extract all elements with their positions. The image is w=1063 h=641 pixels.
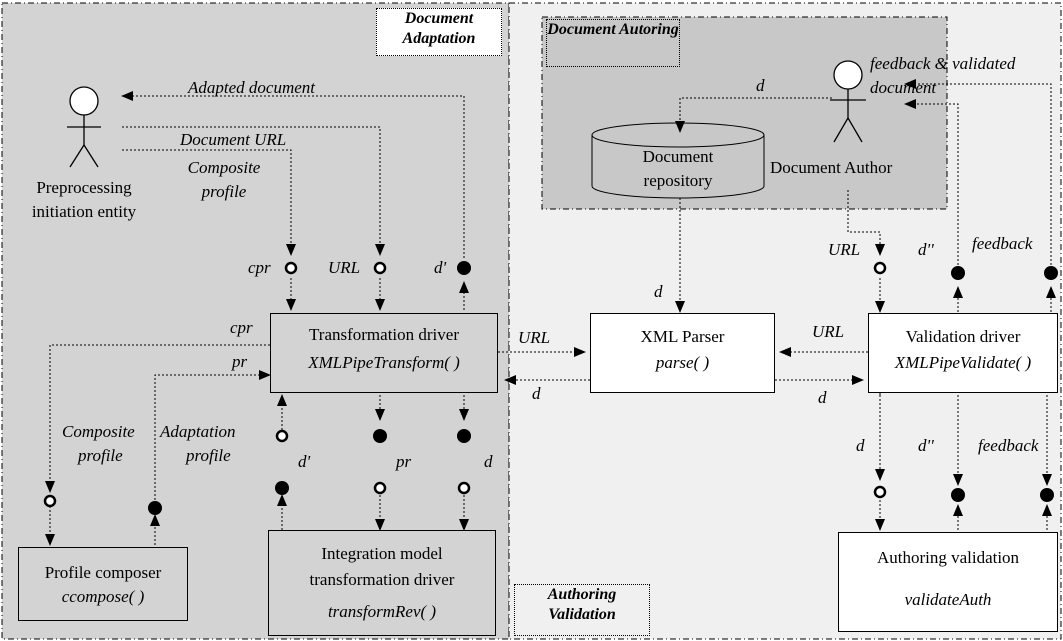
- label-adaptation: Adaptation: [160, 422, 236, 441]
- label-d-validation: d: [856, 436, 865, 455]
- label-url-top: URL: [328, 258, 361, 277]
- port-open-composite: [43, 494, 57, 508]
- label-ddouble-top: d'': [918, 240, 934, 259]
- validation-driver-box: Validation driver XMLPipeValidate( ): [868, 313, 1058, 393]
- repository-label: Document repository: [642, 147, 714, 190]
- profile-composer-name: Profile composer: [44, 563, 162, 582]
- label-d-parser-right: d: [818, 388, 827, 407]
- label-url-author: URL: [828, 240, 861, 259]
- label-feedback-bottom: feedback: [978, 436, 1039, 455]
- document-author-label: Document Author: [770, 158, 893, 177]
- document-author-actor-icon: [830, 60, 866, 143]
- authoring-validation-name: Authoring validation: [876, 548, 1020, 567]
- label-composite-profile-2: profile: [78, 446, 123, 465]
- port-open-author-url: [873, 261, 887, 275]
- port-open-auth-d: [873, 485, 887, 499]
- xml-parser-name: XML Parser: [640, 327, 725, 346]
- label-d-author: d: [756, 76, 765, 95]
- label-pr-side: pr: [232, 352, 248, 371]
- transformation-driver-name: Transformation driver: [309, 325, 459, 344]
- integration-driver-name: Integration model transformation driver: [309, 544, 455, 589]
- label-adapted-document: Adapted document: [188, 78, 315, 97]
- label-adaptation-profile: profile: [186, 446, 231, 465]
- port-filled-dprime-top: [457, 261, 471, 275]
- port-filled-feedback-bottom: [1040, 488, 1054, 502]
- port-filled-ddouble-top: [951, 266, 965, 280]
- authoring-validation-tag: Authoring Validation: [514, 584, 650, 636]
- validation-driver-name: Validation driver: [905, 327, 1021, 346]
- validation-driver-func: XMLPipeValidate( ): [894, 353, 1032, 372]
- port-open-url: [373, 261, 387, 275]
- label-pr-bottom: pr: [396, 452, 412, 471]
- label-ddouble-bottom: d'': [918, 436, 934, 455]
- repository-cylinder-icon: [591, 122, 765, 199]
- label-composite-profile: Composite profile: [187, 158, 261, 201]
- label-feedback-validated: feedback & validated document: [870, 54, 1016, 97]
- xml-parser-box: XML Parser parse( ): [590, 313, 775, 393]
- label-document-url: Document URL: [180, 130, 287, 149]
- label-d-parser-left: d: [532, 384, 541, 403]
- preprocessing-actor-label: Preprocessing initiation entity: [31, 178, 137, 221]
- label-cpr-top: cpr: [248, 258, 271, 277]
- port-filled-d-top: [457, 429, 471, 443]
- preprocessing-actor-icon: [67, 86, 101, 168]
- integration-driver-box: Integration model transformation driver …: [268, 530, 496, 636]
- authoring-validation-func: validateAuth: [904, 590, 992, 609]
- label-d-bottom: d: [484, 452, 493, 471]
- port-filled-dprime-bottom: [275, 481, 289, 495]
- integration-driver-func: transformRev( ): [327, 602, 437, 621]
- port-filled-pr-top: [373, 429, 387, 443]
- authoring-validation-box: Authoring validation validateAuth: [838, 532, 1058, 632]
- transformation-driver-box: Transformation driver XMLPipeTransform( …: [270, 313, 498, 393]
- label-url-parser-right: URL: [812, 322, 845, 341]
- document-autoring-tag: Document Autoring: [546, 19, 680, 67]
- port-open-cpr: [284, 261, 298, 275]
- label-dprime-bottom: d': [298, 452, 311, 471]
- document-adaptation-tag: Document Adaptation: [376, 8, 502, 56]
- xml-parser-func: parse( ): [655, 353, 710, 372]
- profile-composer-box: Profile composer ccompose( ): [18, 547, 188, 621]
- label-feedback-top: feedback: [972, 234, 1033, 253]
- label-url-parser-left: URL: [518, 328, 551, 347]
- port-open-d: [457, 481, 471, 495]
- label-dprime-top: d': [434, 258, 447, 277]
- port-open-dprime: [275, 429, 289, 443]
- label-cpr-side: cpr: [230, 318, 253, 337]
- port-filled-pr-composer: [148, 501, 162, 515]
- port-filled-ddouble-bottom: [951, 488, 965, 502]
- port-open-pr: [373, 481, 387, 495]
- label-d-repo-down: d: [654, 282, 663, 301]
- transformation-driver-func: XMLPipeTransform( ): [308, 353, 460, 372]
- label-composite: Composite: [62, 422, 135, 441]
- port-filled-feedback-top: [1044, 266, 1058, 280]
- profile-composer-func: ccompose( ): [61, 587, 145, 606]
